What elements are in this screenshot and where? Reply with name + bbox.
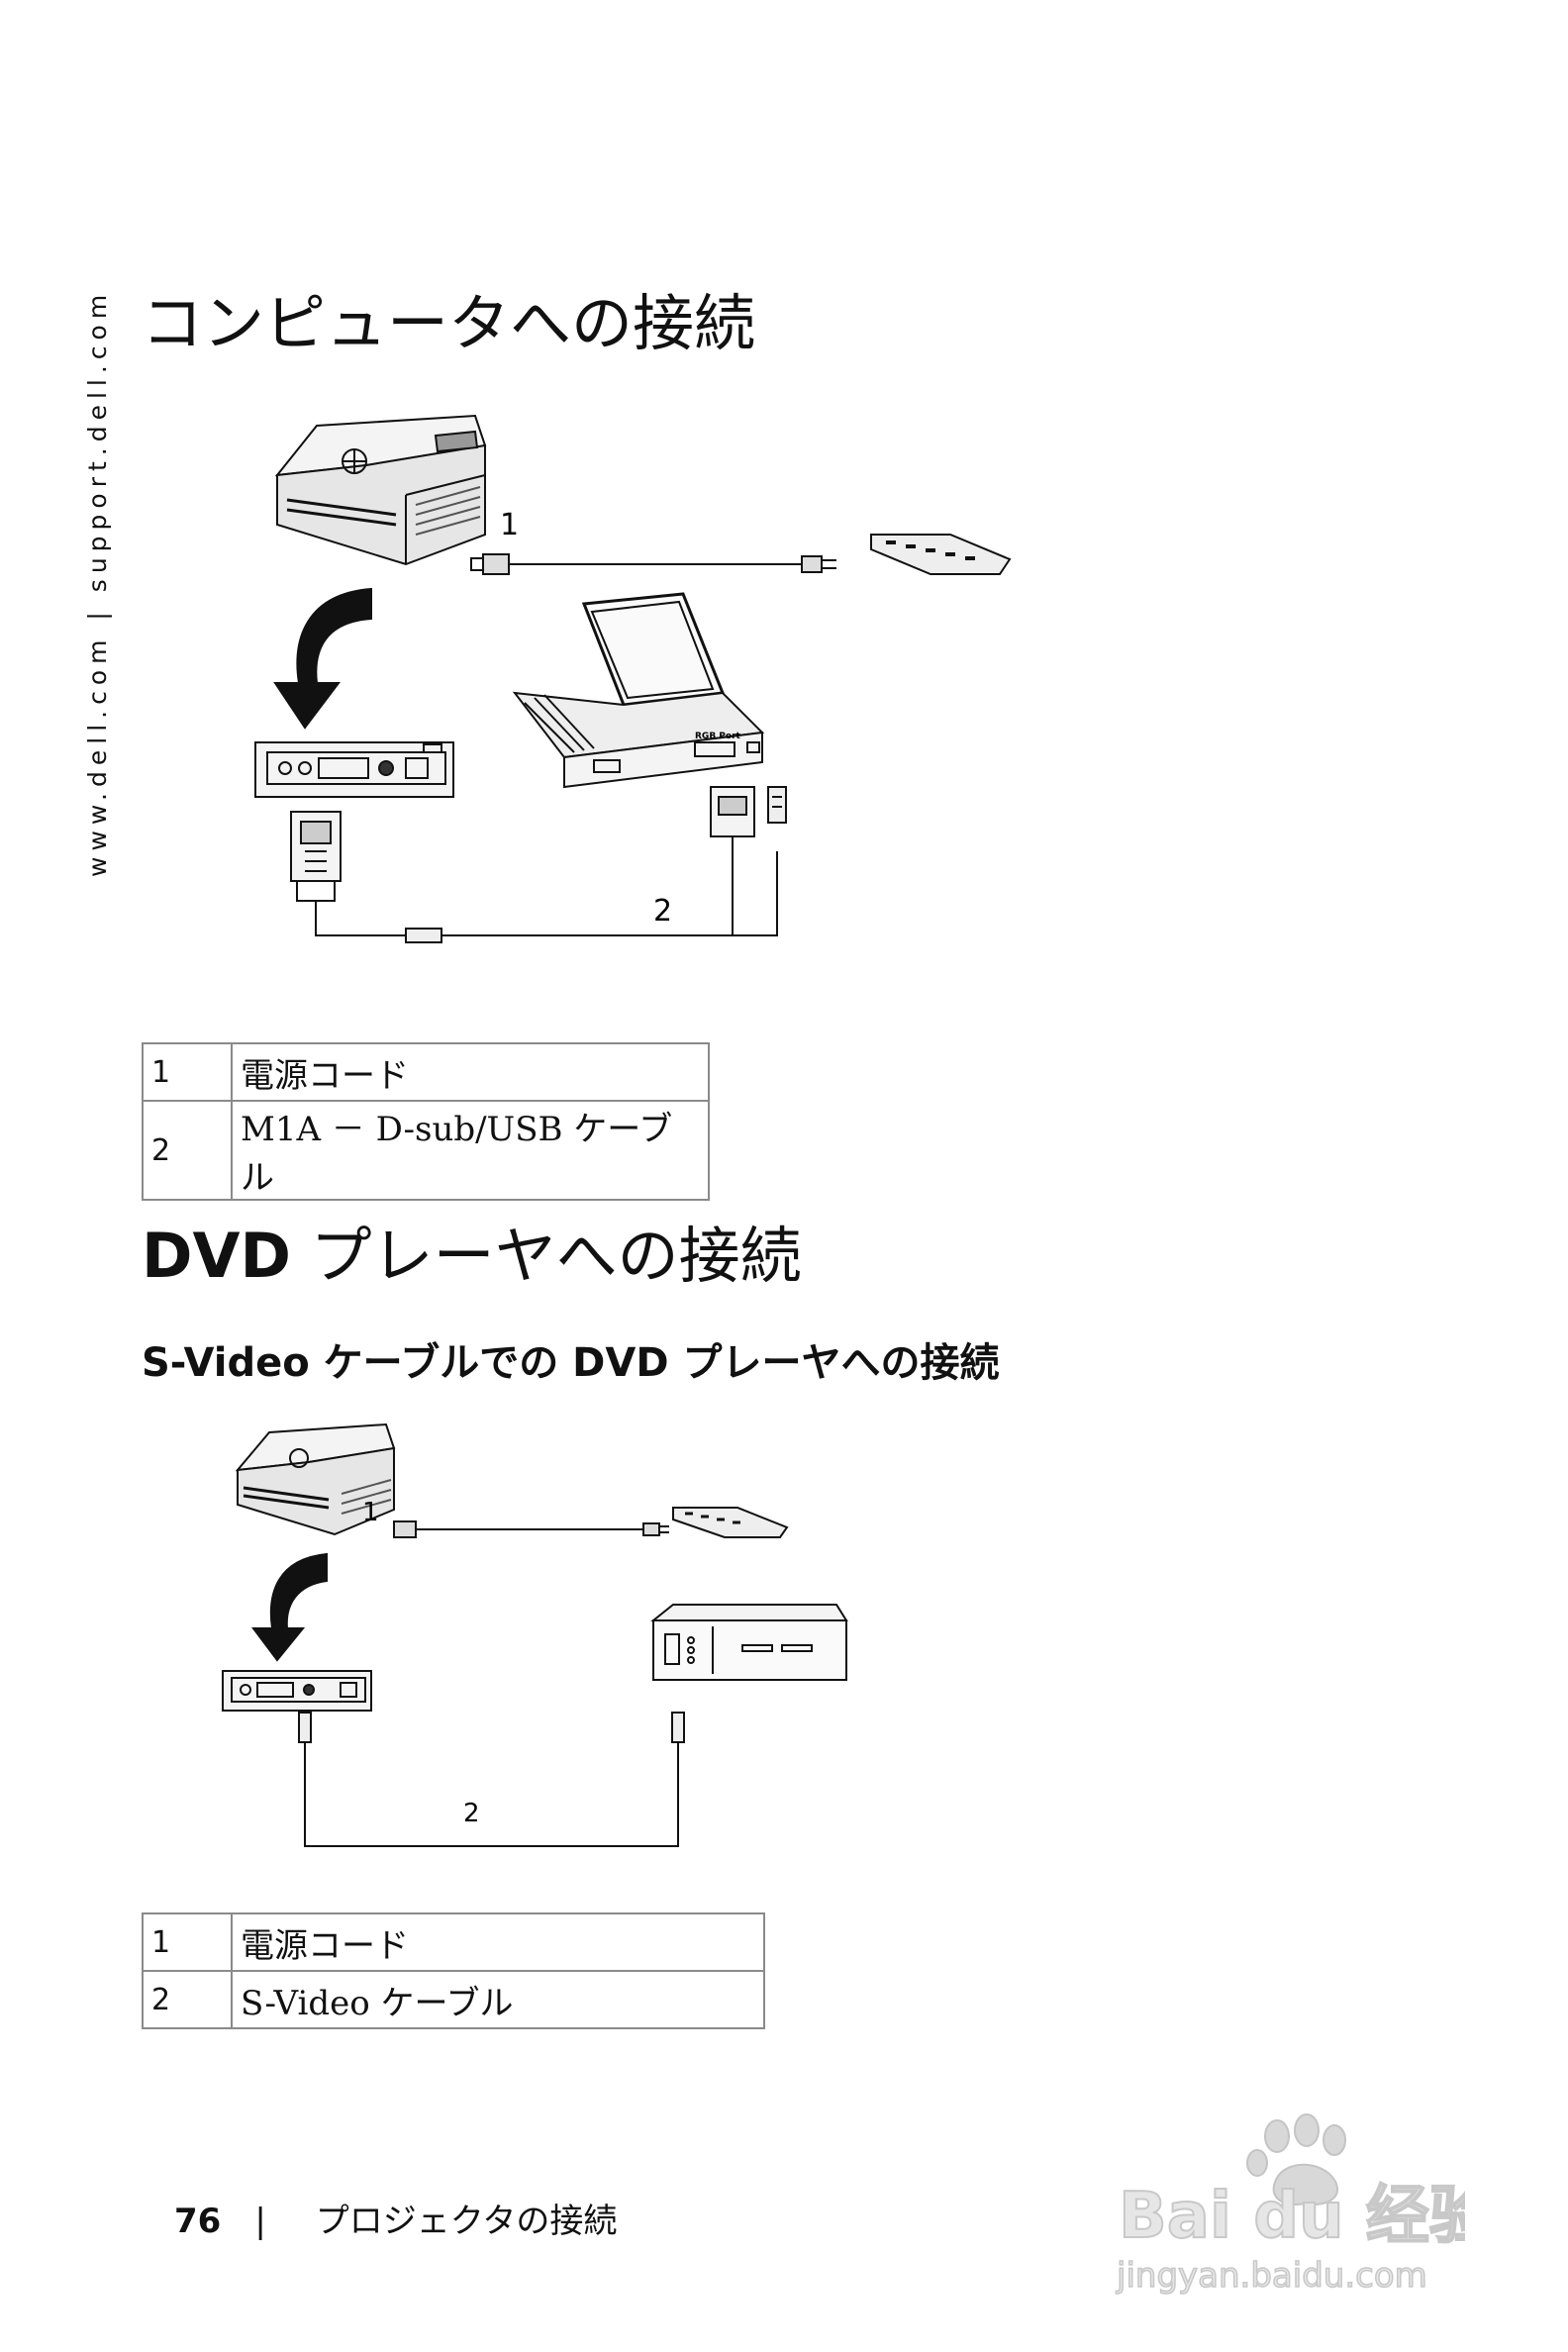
legend-text: M1A － D-sub/USB ケーブル <box>231 1100 710 1201</box>
subtitle-bold-svideo: S-Video <box>142 1340 310 1386</box>
table-row: 1 電源コード <box>142 1912 765 1972</box>
subtitle-rest: プレーヤへの接続 <box>668 1339 1000 1386</box>
laptop-illustration <box>512 592 765 789</box>
section-title-computer: コンピュータへの接続 <box>142 287 756 359</box>
legend-number: 1 <box>142 1912 233 1972</box>
legend-number: 2 <box>142 1970 233 2029</box>
down-arrow-icon <box>251 1552 328 1662</box>
page-footer: 76 | プロジェクタの接続 <box>174 2194 617 2242</box>
table-row: 2 M1A － D-sub/USB ケーブル <box>142 1100 710 1201</box>
paw-icon <box>1246 2113 1346 2205</box>
legend-number: 2 <box>142 1100 233 1201</box>
baidu-watermark-logo: Bai du 经验 jingyan.baidu.com <box>1115 2113 1465 2297</box>
section-title-dvd: DVD プレーヤへの接続 <box>142 1206 802 1295</box>
subtitle-bold-dvd: DVD <box>572 1340 669 1386</box>
figure1-label-1: 1 <box>500 508 519 542</box>
table-row: 2 S-Video ケーブル <box>142 1970 765 2029</box>
computer-connection-diagram: 1 2 RGB Port <box>254 414 1012 943</box>
legend-table-dvd: 1 電源コード 2 S-Video ケーブル <box>142 1912 765 2029</box>
dvd-player-illustration <box>650 1604 848 1681</box>
section-title-dvd-bold: DVD <box>142 1220 291 1292</box>
figure1-label-2: 2 <box>653 894 672 929</box>
footer-separator: | <box>254 2202 266 2241</box>
legend-text: 電源コード <box>231 1042 710 1102</box>
legend-number: 1 <box>142 1042 233 1102</box>
watermark-brand: Bai du 经验 <box>1119 2180 1465 2253</box>
section-title-dvd-rest: プレーヤへの接続 <box>290 1220 802 1292</box>
page-number: 76 <box>174 2202 222 2241</box>
watermark-url: jingyan.baidu.com <box>1116 2256 1427 2296</box>
side-url: www.dell.com | support.dell.com <box>75 283 115 877</box>
figure2-label-2: 2 <box>463 1799 480 1828</box>
projector-illustration <box>235 1422 396 1536</box>
projector-illustration <box>274 414 487 566</box>
footer-chapter: プロジェクタの接続 <box>315 2202 618 2241</box>
subtitle-mid: ケーブルでの <box>309 1339 573 1386</box>
dvd-connection-diagram: 1 2 <box>222 1422 848 1847</box>
table-row: 1 電源コード <box>142 1042 710 1102</box>
figure2-label-1: 1 <box>362 1498 379 1527</box>
legend-text: 電源コード <box>231 1912 765 1972</box>
legend-table-computer: 1 電源コード 2 M1A － D-sub/USB ケーブル <box>142 1042 710 1201</box>
legend-text: S-Video ケーブル <box>231 1970 765 2029</box>
rgb-port-label: RGB Port <box>695 732 741 741</box>
down-arrow-icon <box>273 587 372 730</box>
side-url-text: www.dell.com | support.dell.com <box>83 288 112 877</box>
subsection-title-svideo: S-Video ケーブルでの DVD プレーヤへの接続 <box>142 1330 999 1388</box>
